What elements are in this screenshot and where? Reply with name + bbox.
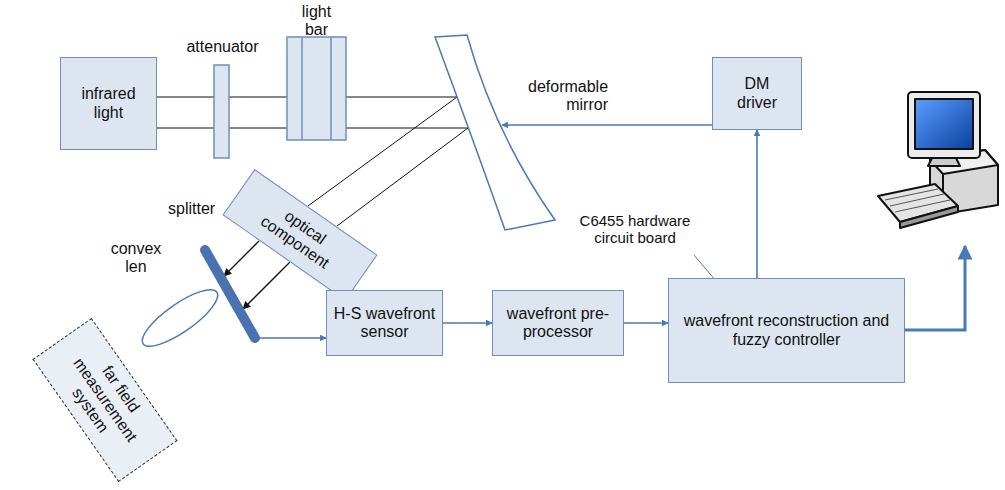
sensor-box: H-S wavefront sensor <box>326 290 443 356</box>
node-text: attenuator <box>180 38 265 56</box>
connector <box>624 322 668 324</box>
connector <box>502 124 712 126</box>
connector <box>224 241 259 276</box>
node-text: splitter <box>168 200 238 218</box>
board-label: C6455 hardware circuit board <box>565 212 705 247</box>
connector <box>229 97 287 128</box>
attenuator: attenuator <box>180 38 265 160</box>
controller-box: wavefront reconstruction and fuzzy contr… <box>668 278 905 383</box>
node-text: DM driver <box>732 75 782 112</box>
preprocessor-box: wavefront pre-processor <box>492 290 624 356</box>
convex-lens: convex len <box>100 238 225 358</box>
output-arrow <box>903 246 965 330</box>
node-text: deformable mirror <box>528 78 608 115</box>
node-text: light bar <box>294 3 339 40</box>
connector <box>443 322 492 324</box>
node-text: wavefront pre-processor <box>498 305 618 342</box>
connector <box>243 262 290 309</box>
node-text: convex len <box>100 240 172 277</box>
node-text: infrared light <box>74 85 144 122</box>
connector <box>157 97 214 128</box>
attenuator-shape <box>180 38 265 160</box>
light-source-box: infrared light <box>60 57 157 150</box>
node-text: far field measurement system <box>48 335 162 465</box>
node-text: wavefront reconstruction and fuzzy contr… <box>674 312 899 349</box>
deformable-mirror: deformable mirror <box>435 35 650 230</box>
connector <box>756 130 758 278</box>
optical-component-box: optical component <box>223 169 378 301</box>
driver-box: DM driver <box>712 57 802 130</box>
light-bar: light bar <box>280 3 353 140</box>
connector <box>346 97 468 128</box>
connector <box>257 337 326 339</box>
computer-icon <box>878 92 998 228</box>
deformable-mirror-shape <box>435 35 650 230</box>
node-text: optical component <box>248 191 351 278</box>
node-text: H-S wavefront sensor <box>332 305 437 342</box>
